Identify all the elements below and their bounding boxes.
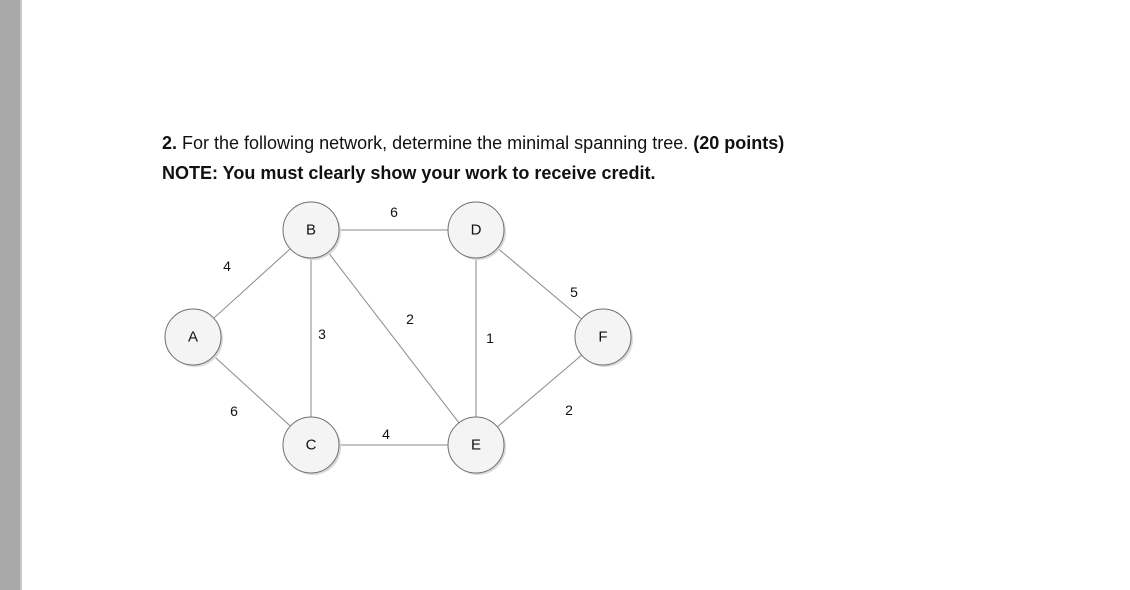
question-number: 2.: [162, 133, 178, 153]
edge-weight-d-f: 5: [570, 284, 578, 300]
node-e: E: [447, 416, 506, 475]
node-label: A: [188, 329, 198, 346]
edge-d-f: [497, 247, 582, 320]
node-label: E: [471, 437, 481, 454]
question-note: NOTE: You must clearly show your work to…: [162, 163, 656, 183]
node-d: D: [447, 201, 506, 260]
edge-weight-a-c: 6: [230, 403, 238, 419]
edge-weight-d-e: 1: [486, 330, 494, 346]
edge-weight-b-c: 3: [318, 326, 326, 342]
edge-weight-a-b: 4: [223, 258, 231, 274]
edge-weight-e-f: 2: [565, 402, 573, 418]
node-label: D: [471, 222, 482, 239]
node-label: C: [306, 437, 317, 454]
node-label: B: [306, 222, 316, 239]
question-block: 2. For the following network, determine …: [162, 128, 784, 188]
graph-nodes: A B C D E F: [164, 201, 633, 475]
edge-b-e: [327, 251, 460, 424]
node-circle: [282, 416, 340, 474]
question-points: (20 points): [693, 133, 785, 153]
edge-weight-c-e: 4: [382, 426, 390, 442]
node-circle: [574, 308, 632, 366]
node-circle: [447, 201, 505, 259]
question-text: For the following network, determine the…: [177, 133, 694, 153]
node-b: B: [282, 201, 341, 260]
node-label: F: [598, 329, 607, 346]
node-circle: [282, 201, 340, 259]
graph-edges: [213, 229, 582, 446]
node-circle: [447, 416, 505, 474]
edge-weight-b-d: 6: [390, 204, 398, 220]
page-margin-bar: [0, 0, 22, 590]
edge-a-c: [213, 355, 291, 427]
node-circle: [164, 308, 222, 366]
edge-a-b: [213, 248, 291, 319]
graph-edge-weights: 4 6 6 3 2 4 1 5 2: [223, 204, 578, 442]
edge-weight-b-e: 2: [406, 311, 414, 327]
question-line: 2. For the following network, determine …: [162, 128, 784, 158]
node-f: F: [574, 308, 633, 367]
edge-e-f: [497, 354, 582, 428]
node-a: A: [164, 308, 223, 367]
node-c: C: [282, 416, 341, 475]
